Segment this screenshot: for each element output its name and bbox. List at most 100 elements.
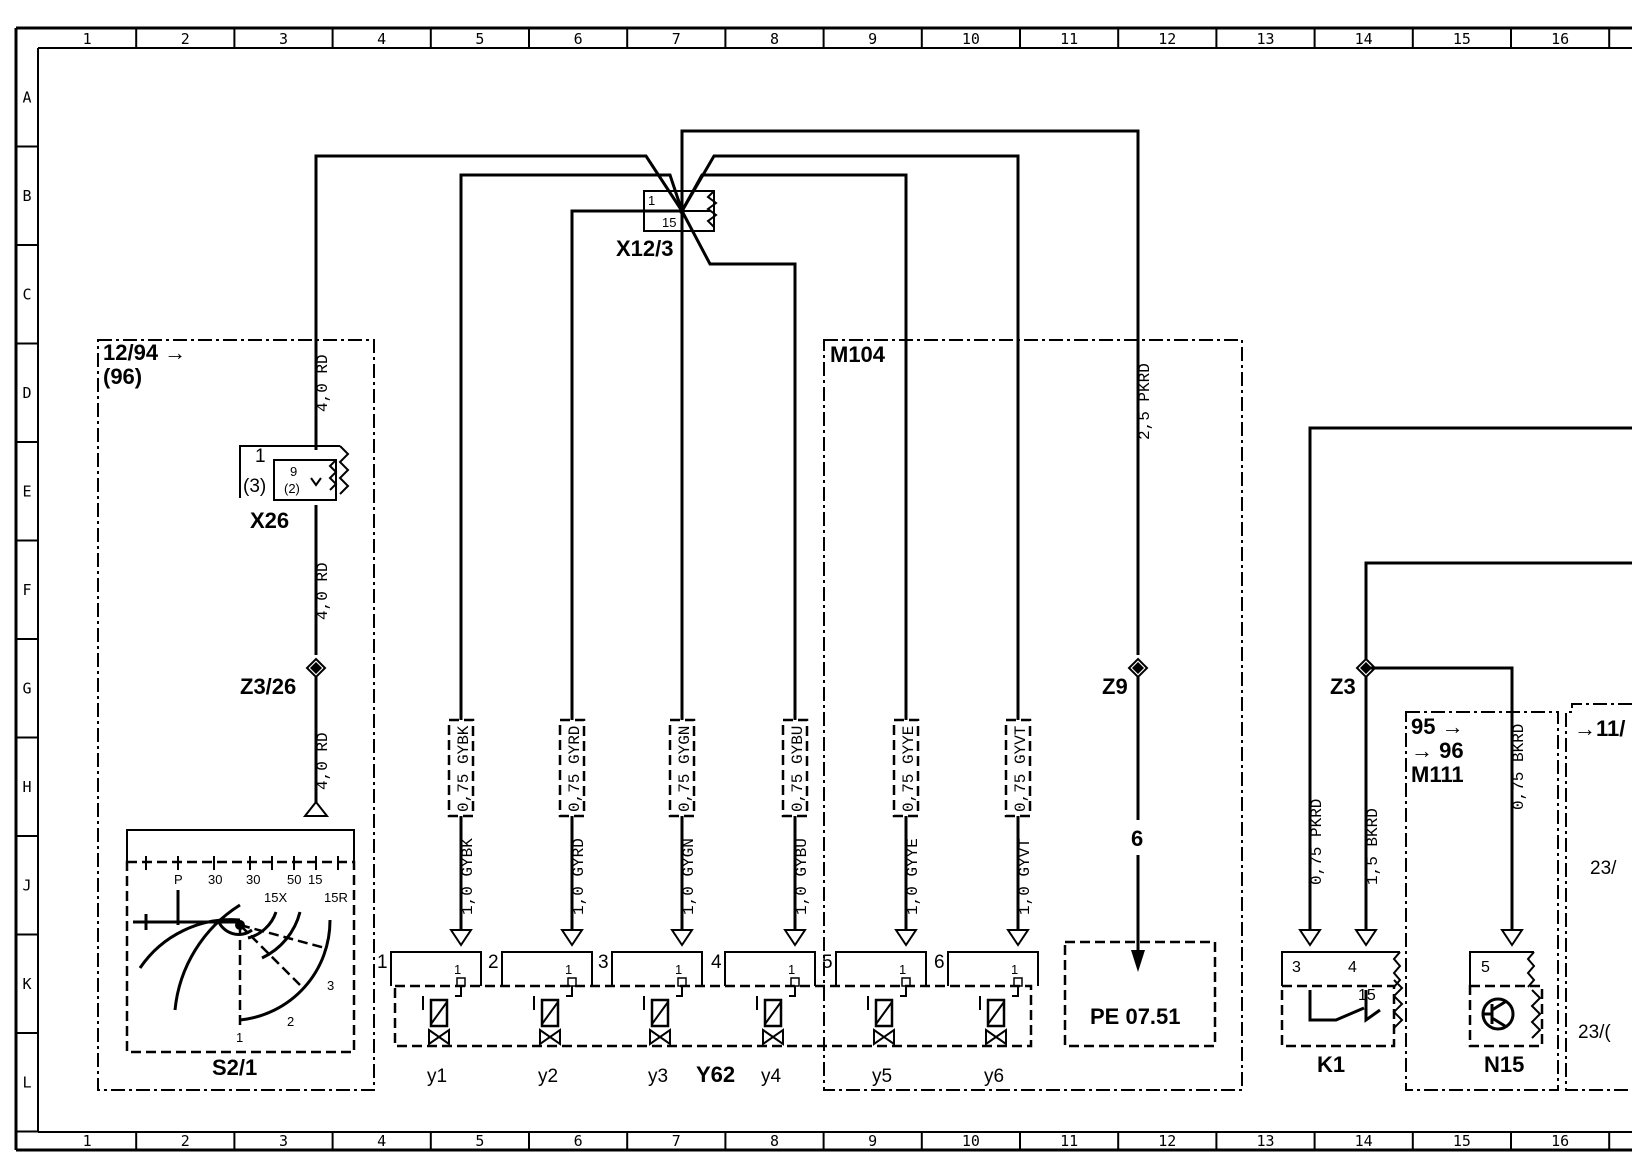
right-section: Z3 0,75 PKRD 1,5 BKRD 0,75 BKRD 3 4 15 K… <box>1280 426 1632 1091</box>
reference-pe-07-51: PE 07.51 <box>1090 1004 1181 1029</box>
m111-line2: → 96 <box>1411 738 1464 763</box>
x26-pin-1: 1 <box>255 446 266 467</box>
col-number-bottom: 4 <box>377 1132 386 1150</box>
col-number-top: 7 <box>672 30 681 48</box>
z9-wire-number: 6 <box>1131 826 1143 851</box>
wire-lower-label: 1,0 GYGN <box>680 838 698 915</box>
col-number-top: 4 <box>377 30 386 48</box>
col-number-bottom: 10 <box>962 1132 980 1150</box>
x12-pin-15: 15 <box>662 215 676 230</box>
splice-z3-label: Z3 <box>1330 674 1356 699</box>
n15-label: N15 <box>1484 1052 1524 1077</box>
k1-pin-4: 4 <box>1348 959 1357 976</box>
wire-rd-top: 4,0 RD <box>314 354 332 412</box>
engine-m104-box: M104 <box>823 339 1243 1091</box>
x12-wires <box>314 129 1140 720</box>
col-number-top: 6 <box>574 30 583 48</box>
row-letter: G <box>22 679 31 697</box>
m111-line1: 95 → <box>1411 714 1464 739</box>
col-number-bottom: 6 <box>574 1132 583 1150</box>
col-number-bottom: 2 <box>181 1132 190 1150</box>
switch-term-15x: 15X <box>264 890 287 905</box>
right-box-title: →11/ <box>1574 716 1625 741</box>
wire-rd-low: 4,0 RD <box>314 732 332 790</box>
switch-term-30b: 30 <box>246 872 260 887</box>
k1-pin-15: 15 <box>1358 987 1376 1004</box>
valve-pin: 1 <box>899 962 906 977</box>
n15-pin-5: 5 <box>1481 959 1490 976</box>
m104-label: M104 <box>830 342 886 367</box>
valve-label: y5 <box>872 1066 892 1087</box>
col-number-bottom: 1 <box>83 1132 92 1150</box>
valve-number: 4 <box>711 952 722 973</box>
col-number-top: 14 <box>1355 30 1373 48</box>
valve-label: y1 <box>427 1066 447 1087</box>
wire-lower-label: 1,0 GYBK <box>459 838 477 915</box>
col-number-top: 10 <box>962 30 980 48</box>
column-grid: 1122334455667788991010111112121313141415… <box>83 28 1611 1150</box>
col-number-top: 13 <box>1256 30 1274 48</box>
right-box-label-2: 23/( <box>1578 1022 1611 1043</box>
col-number-bottom: 9 <box>868 1132 877 1150</box>
valve-pin: 1 <box>675 962 682 977</box>
row-letter: F <box>22 581 31 599</box>
wire-lower-label: 1,0 GYVT <box>1016 838 1034 915</box>
wire-lower-label: 1,0 GYYE <box>904 838 922 915</box>
row-letter: H <box>22 778 31 796</box>
switch-term-15r: 15R <box>324 890 348 905</box>
x26-label: X26 <box>250 508 289 533</box>
valve-number: 5 <box>822 952 833 973</box>
valve-label: y3 <box>648 1066 668 1087</box>
valve-number: 1 <box>377 952 388 973</box>
valve-pin: 1 <box>788 962 795 977</box>
switch-term-30a: 30 <box>208 872 222 887</box>
wire-bkrd-075: 0,75 BKRD <box>1510 724 1528 810</box>
x26-pin-9: 9 <box>290 464 297 479</box>
valve-number: 6 <box>934 952 945 973</box>
col-number-top: 1 <box>83 30 92 48</box>
wire-upper-label: 0,75 GYBK <box>455 725 473 812</box>
col-number-bottom: 11 <box>1060 1132 1078 1150</box>
row-letter: J <box>22 876 31 894</box>
col-number-bottom: 13 <box>1256 1132 1274 1150</box>
col-number-bottom: 3 <box>279 1132 288 1150</box>
col-number-top: 12 <box>1158 30 1176 48</box>
valve-number: 3 <box>598 952 609 973</box>
row-letter: E <box>22 482 31 500</box>
col-number-bottom: 5 <box>475 1132 484 1150</box>
wire-pkrd-25: 2,5 PKRD <box>1136 363 1154 440</box>
k1-pin-3: 3 <box>1292 959 1301 976</box>
wire-pkrd-075: 0,75 PKRD <box>1308 799 1326 885</box>
switch-s2-1-label: S2/1 <box>212 1055 257 1080</box>
col-number-bottom: 12 <box>1158 1132 1176 1150</box>
y62-label: Y62 <box>696 1062 735 1087</box>
switch-pos-2: 2 <box>287 1014 294 1029</box>
row-letter: K <box>22 975 31 993</box>
col-number-bottom: 14 <box>1355 1132 1373 1150</box>
switch-term-p: P <box>174 872 183 887</box>
ignition-switch-s2-1: P 30 30 15X 50 15 15R 1 2 3 S2/1 <box>125 829 356 1080</box>
switch-term-50: 50 <box>287 872 301 887</box>
splice-z3-26-label: Z3/26 <box>240 674 296 699</box>
valve-pin: 1 <box>565 962 572 977</box>
row-letter: B <box>22 187 31 205</box>
col-number-top: 8 <box>770 30 779 48</box>
wire-lower-label: 1,0 GYRD <box>570 838 588 915</box>
col-number-top: 9 <box>868 30 877 48</box>
module-date-note: 12/94 → <box>103 340 186 365</box>
col-number-top: 15 <box>1453 30 1471 48</box>
col-number-top: 5 <box>475 30 484 48</box>
valve-label: y4 <box>761 1066 782 1087</box>
col-number-bottom: 8 <box>770 1132 779 1150</box>
valve-number: 2 <box>488 952 499 973</box>
wire-upper-label: 0,75 GYYE <box>900 726 918 812</box>
row-letter: C <box>22 285 31 303</box>
connector-x26: 1 (3) 9 (2) X26 <box>239 445 350 533</box>
rd-wire: 4,0 RD 4,0 RD Z3/26 4,0 RD <box>240 340 332 817</box>
valve-label: y2 <box>538 1066 558 1087</box>
pkrd-wire: 2,5 PKRD Z9 6 PE 07.51 <box>1063 360 1217 1048</box>
valve-block-y62: Y62 <box>393 984 1033 1087</box>
